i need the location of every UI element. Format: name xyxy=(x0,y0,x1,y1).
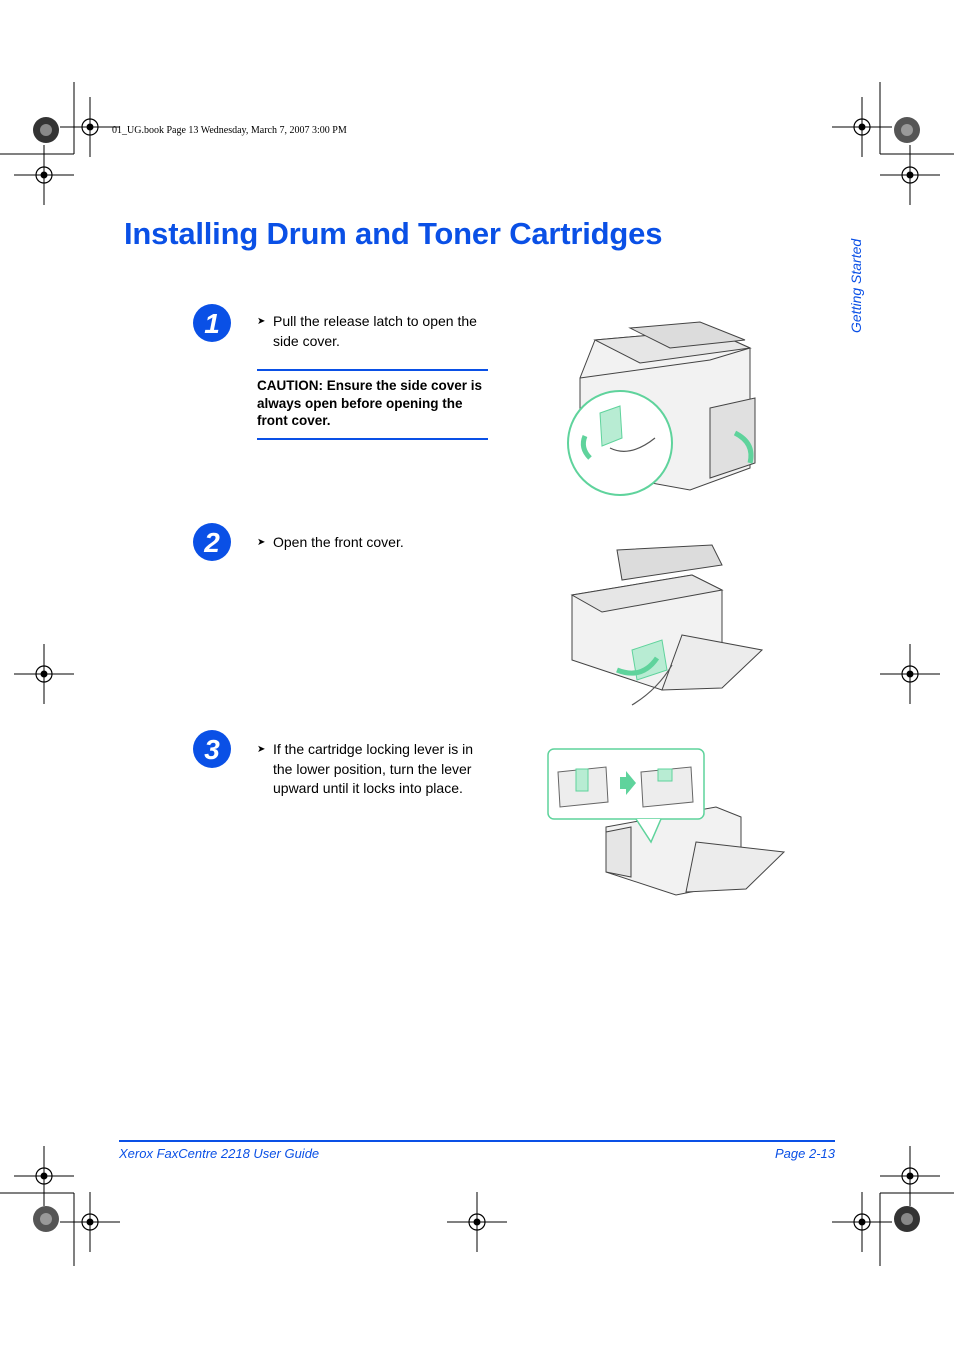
footer-page-number: Page 2-13 xyxy=(775,1146,835,1161)
step-number-3: 3 xyxy=(192,729,232,769)
locking-lever-illustration xyxy=(546,747,786,897)
step-number-2: 2 xyxy=(192,522,232,562)
registration-crosshair-icon xyxy=(447,1192,507,1252)
step-2-text: Open the front cover. xyxy=(273,534,404,550)
page-title: Installing Drum and Toner Cartridges xyxy=(124,216,663,251)
footer-guide-title: Xerox FaxCentre 2218 User Guide xyxy=(119,1146,320,1161)
arrowhead-bullet-icon: ➤ xyxy=(257,316,266,327)
side-tab-label: Getting Started xyxy=(848,238,864,333)
step-1-digit: 1 xyxy=(204,308,220,339)
registration-crosshair-icon xyxy=(14,1146,74,1206)
front-cover-illustration xyxy=(562,540,772,710)
registration-crosshair-icon xyxy=(60,1192,120,1252)
caution-box: CAUTION: Ensure the side cover is always… xyxy=(257,369,488,440)
arrowhead-bullet-icon: ➤ xyxy=(257,537,266,548)
step-2-digit: 2 xyxy=(203,527,220,558)
side-tab: Getting Started xyxy=(842,225,870,337)
step-3-digit: 3 xyxy=(204,734,220,765)
step-3-instruction: ➤ If the cartridge locking lever is in t… xyxy=(257,740,487,799)
side-cover-illustration xyxy=(560,318,770,498)
starburst-icon xyxy=(33,117,920,1232)
registration-crosshair-icon xyxy=(880,1146,940,1206)
step-number-1: 1 xyxy=(192,303,232,343)
arrowhead-bullet-icon: ➤ xyxy=(257,744,266,755)
registration-crosshair-icon xyxy=(880,145,940,205)
registration-crosshair-icon xyxy=(880,644,940,704)
step-3-text: If the cartridge locking lever is in the… xyxy=(273,741,473,796)
registration-crosshair-icon xyxy=(832,97,892,157)
footer-rule xyxy=(119,1140,835,1142)
registration-crosshair-icon xyxy=(14,644,74,704)
step-1-instruction: ➤ Pull the release latch to open the sid… xyxy=(257,312,487,351)
step-2-instruction: ➤ Open the front cover. xyxy=(257,533,487,553)
registration-crosshair-icon xyxy=(60,97,120,157)
book-info: 01_UG.book Page 13 Wednesday, March 7, 2… xyxy=(112,125,347,136)
registration-crosshair-icon xyxy=(832,1192,892,1252)
step-1-text: Pull the release latch to open the side … xyxy=(273,313,477,349)
registration-crosshair-icon xyxy=(14,145,74,205)
